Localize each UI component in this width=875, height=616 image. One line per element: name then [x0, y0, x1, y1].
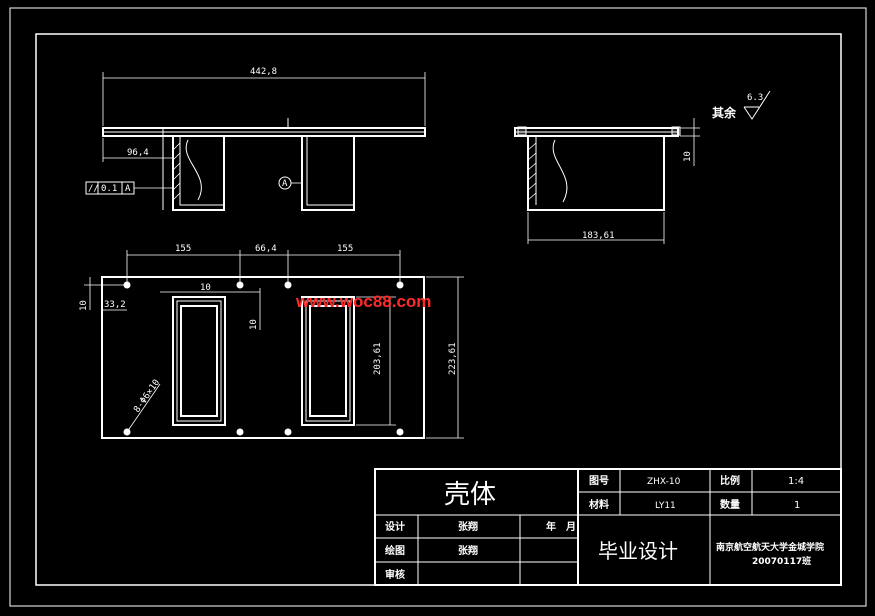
- break-line: [185, 139, 202, 201]
- dim-offset: 96,4: [127, 148, 149, 158]
- scale-value: 1:4: [788, 476, 804, 487]
- date-year: 年: [546, 520, 556, 533]
- end-body: [527, 136, 665, 211]
- tolerance-datum: A: [125, 184, 131, 194]
- dim-plan-inner-v: 10: [249, 319, 259, 330]
- review-label: 审核: [385, 568, 405, 581]
- plan-pocket-left: [172, 296, 226, 426]
- roughness-symbol: [743, 90, 771, 120]
- scale-label: 比例: [720, 474, 740, 487]
- date-month: 月: [565, 521, 576, 533]
- outer-frame: [9, 7, 867, 607]
- tolerance-value: 0.1: [101, 184, 117, 194]
- designer-name: 张翔: [458, 520, 478, 533]
- plan-pocket-right: [301, 296, 355, 426]
- dim-total-width: 442,8: [250, 67, 277, 77]
- dim-plan-inner-height: 203,61: [373, 342, 383, 375]
- end-view: [514, 90, 771, 244]
- hole-note: 8-Φ6×10: [132, 378, 162, 415]
- title-block: [374, 468, 842, 586]
- watermark: www.woc88.com: [295, 292, 431, 311]
- side-view: [85, 72, 426, 211]
- dim-plan-left: 155: [175, 244, 191, 254]
- dim-plan-inner-h: 10: [200, 283, 211, 293]
- class-no: 20070117班: [752, 555, 811, 567]
- datum-label: A: [282, 179, 288, 189]
- material-label: 材料: [589, 498, 609, 511]
- quantity-label: 数量: [720, 498, 740, 511]
- dim-plan-edge-gap: 33,2: [104, 300, 126, 310]
- school-name: 南京航空航天大学金城学院: [716, 541, 824, 553]
- dim-plan-total-height: 223,61: [448, 342, 458, 375]
- design-label: 设计: [385, 520, 405, 533]
- part-name: 壳体: [444, 480, 496, 510]
- roughness-note: 其余: [712, 105, 737, 120]
- project-name: 毕业设计: [598, 539, 678, 563]
- dim-plan-right: 155: [337, 244, 353, 254]
- drawing-no-label: 图号: [589, 475, 609, 487]
- tolerance-symbol: //: [88, 184, 99, 194]
- roughness-value: 6.3: [747, 93, 763, 103]
- side-pocket-left: [172, 136, 225, 211]
- dim-plan-top: 10: [79, 300, 89, 311]
- plan-view: [84, 250, 464, 439]
- material-value: LY11: [655, 501, 676, 511]
- side-pocket-right: [301, 136, 355, 211]
- dim-plan-mid: 66,4: [255, 244, 277, 254]
- plan-outline: [101, 276, 425, 439]
- dim-end-width: 183,61: [582, 231, 615, 241]
- dim-end-height: 10: [683, 151, 693, 162]
- drawing-no: ZHX-10: [647, 477, 681, 487]
- drafter-name: 张翔: [458, 544, 478, 557]
- quantity-value: 1: [794, 500, 800, 511]
- drawing-label: 绘图: [385, 544, 405, 557]
